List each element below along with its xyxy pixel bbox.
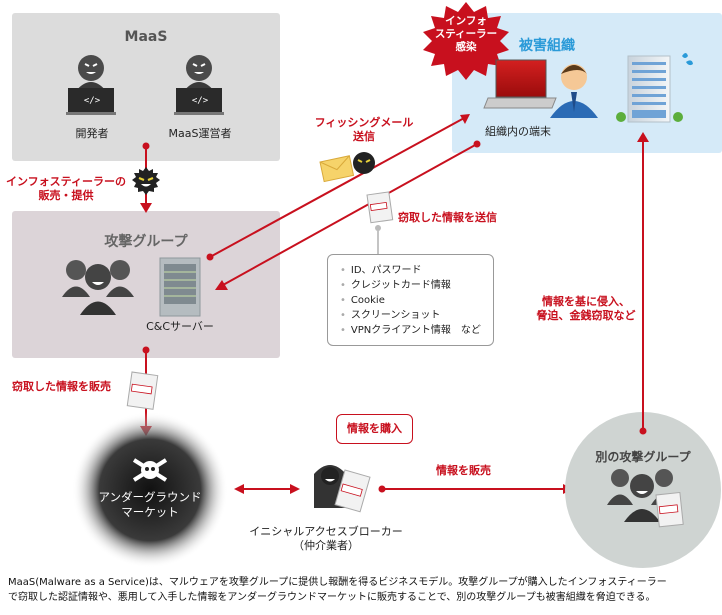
secret-document-icon	[366, 191, 394, 224]
footer-caption: MaaS(Malware as a Service)は、マルウェアを攻撃グループ…	[8, 575, 722, 605]
sell-info-label: 情報を販売	[436, 464, 491, 477]
stolen-info-item: VPNクライアント情報 など	[340, 323, 493, 338]
info-connector-dot	[375, 225, 381, 231]
operator-code-glyph: </>	[191, 96, 209, 106]
cc-server-icon	[159, 257, 201, 317]
underground-market-label: アンダーグラウンド マーケット	[80, 490, 220, 520]
intrusion-label: 情報を基に侵入、 脅迫、金銭窃取など	[526, 295, 646, 323]
infostealer-sale-line2: 販売・提供	[38, 189, 94, 202]
maas-panel: MaaS	[12, 13, 280, 161]
infection-starburst-badge	[423, 2, 509, 80]
stolen-info-item: スクリーンショット	[340, 308, 493, 323]
sweat-drop-icon	[682, 53, 693, 66]
underground-market-circle	[72, 412, 228, 568]
infection-badge-line2: スティーラー	[434, 28, 498, 40]
attack-group-title: 攻撃グループ	[104, 234, 188, 250]
other-group-to-victim-arrow	[637, 132, 649, 435]
broker-line2: （仲介業者）	[293, 539, 359, 552]
employee-icon	[550, 64, 598, 118]
send-stolen-label: 窃取した情報を送信	[398, 211, 497, 224]
terminal-label: 組織内の端末	[485, 125, 551, 138]
infected-laptop-icon	[483, 59, 557, 109]
underground-line2: マーケット	[121, 505, 179, 519]
buy-info-speech-bubble: 情報を購入	[336, 414, 413, 444]
malware-virus-icon	[132, 167, 160, 195]
other-group-secret-document-icon	[655, 491, 684, 528]
maas-operator-label: MaaS運営者	[168, 127, 232, 140]
maas-operator-hacker-icon	[174, 55, 224, 115]
underground-broker-bidirectional-arrow	[234, 484, 300, 494]
email-envelope-icon	[319, 155, 355, 183]
broker-line1: イニシャルアクセスブローカー	[249, 525, 403, 538]
phishing-line1: フィッシングメール	[314, 116, 414, 129]
stolen-info-item: Cookie	[340, 293, 493, 308]
developer-code-glyph: </>	[83, 96, 101, 106]
victim-building-icon	[616, 55, 683, 123]
intrusion-line2: 脅迫、金銭窃取など	[536, 309, 636, 322]
sell-stolen-label: 窃取した情報を販売	[12, 380, 111, 393]
maas-title: MaaS	[124, 29, 168, 45]
buy-info-label: 情報を購入	[347, 422, 402, 435]
footer-line2: で窃取した認証情報や、悪用して入手した情報をアンダーグラウンドマーケットに販売す…	[8, 592, 656, 603]
developer-hacker-icon	[66, 55, 116, 115]
phishing-virus-icon	[353, 152, 375, 174]
broker-label: イニシャルアクセスブローカー （仲介業者）	[236, 525, 416, 553]
phishing-label: フィッシングメール 送信	[308, 116, 420, 144]
infection-badge-text: インフォ スティーラー 感染	[418, 15, 514, 54]
stolen-info-list-box: ID、パスワード クレジットカード情報 Cookie スクリーンショット VPN…	[327, 254, 494, 346]
skull-crossbones-icon	[132, 458, 168, 482]
stolen-info-item: ID、パスワード	[340, 263, 493, 278]
broker-secret-document-icon	[334, 469, 371, 513]
footer-line1: MaaS(Malware as a Service)は、マルウェアを攻撃グループ…	[8, 577, 667, 588]
infection-badge-line1: インフォ	[445, 15, 487, 27]
infostealer-sale-label: インフォスティーラーの 販売・提供	[0, 175, 132, 203]
stolen-info-item: クレジットカード情報	[340, 278, 493, 293]
cc-server-label: C&Cサーバー	[146, 320, 214, 333]
developer-label: 開発者	[75, 127, 109, 140]
phishing-line2: 送信	[353, 130, 375, 143]
broker-to-other-group-arrow	[378, 484, 573, 494]
infostealer-sale-line1: インフォスティーラーの	[5, 175, 126, 188]
victim-org-title: 被害組織	[519, 38, 575, 54]
sold-secret-document-icon	[126, 371, 159, 410]
phishing-arrow	[206, 114, 470, 261]
attack-group-panel: 攻撃グループ	[12, 211, 280, 358]
exfiltration-arrow	[215, 140, 481, 290]
intrusion-line1: 情報を基に侵入、	[542, 295, 630, 308]
infection-badge-line3: 感染	[455, 41, 477, 53]
underground-line1: アンダーグラウンド	[98, 490, 202, 504]
attack-group-hackers-icon	[62, 260, 134, 315]
other-group-title: 別の攻撃グループ	[595, 450, 691, 464]
